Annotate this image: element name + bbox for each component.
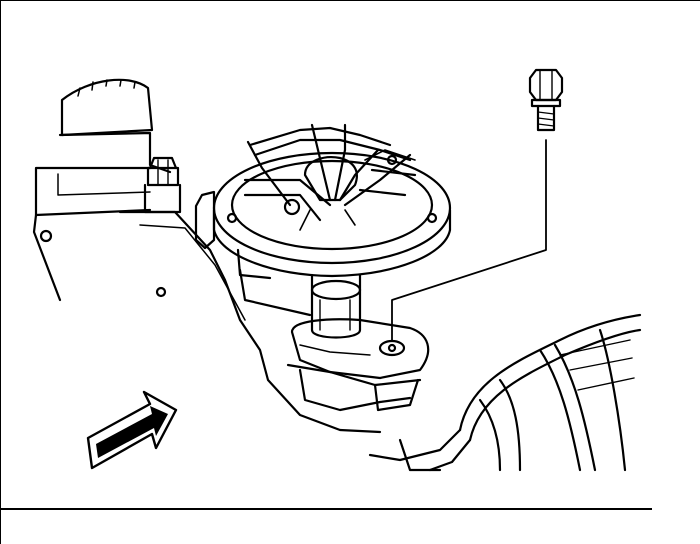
rotor <box>243 123 417 231</box>
hold-down-clamp <box>286 318 430 412</box>
frame-border-top <box>0 0 700 1</box>
engine-bracket <box>32 78 382 434</box>
bracket-hole-1 <box>39 229 53 243</box>
distributor-shaft <box>310 273 362 339</box>
distributor-housing <box>194 151 452 317</box>
bracket-hole-2 <box>155 286 167 298</box>
stud-nut <box>143 156 182 214</box>
caption-separator <box>0 508 652 510</box>
hold-down-bolt <box>528 68 564 132</box>
bolt-leader-line <box>391 139 547 341</box>
intake-manifold <box>368 313 642 472</box>
direction-arrow <box>86 390 178 470</box>
frame-border-left <box>0 0 1 544</box>
